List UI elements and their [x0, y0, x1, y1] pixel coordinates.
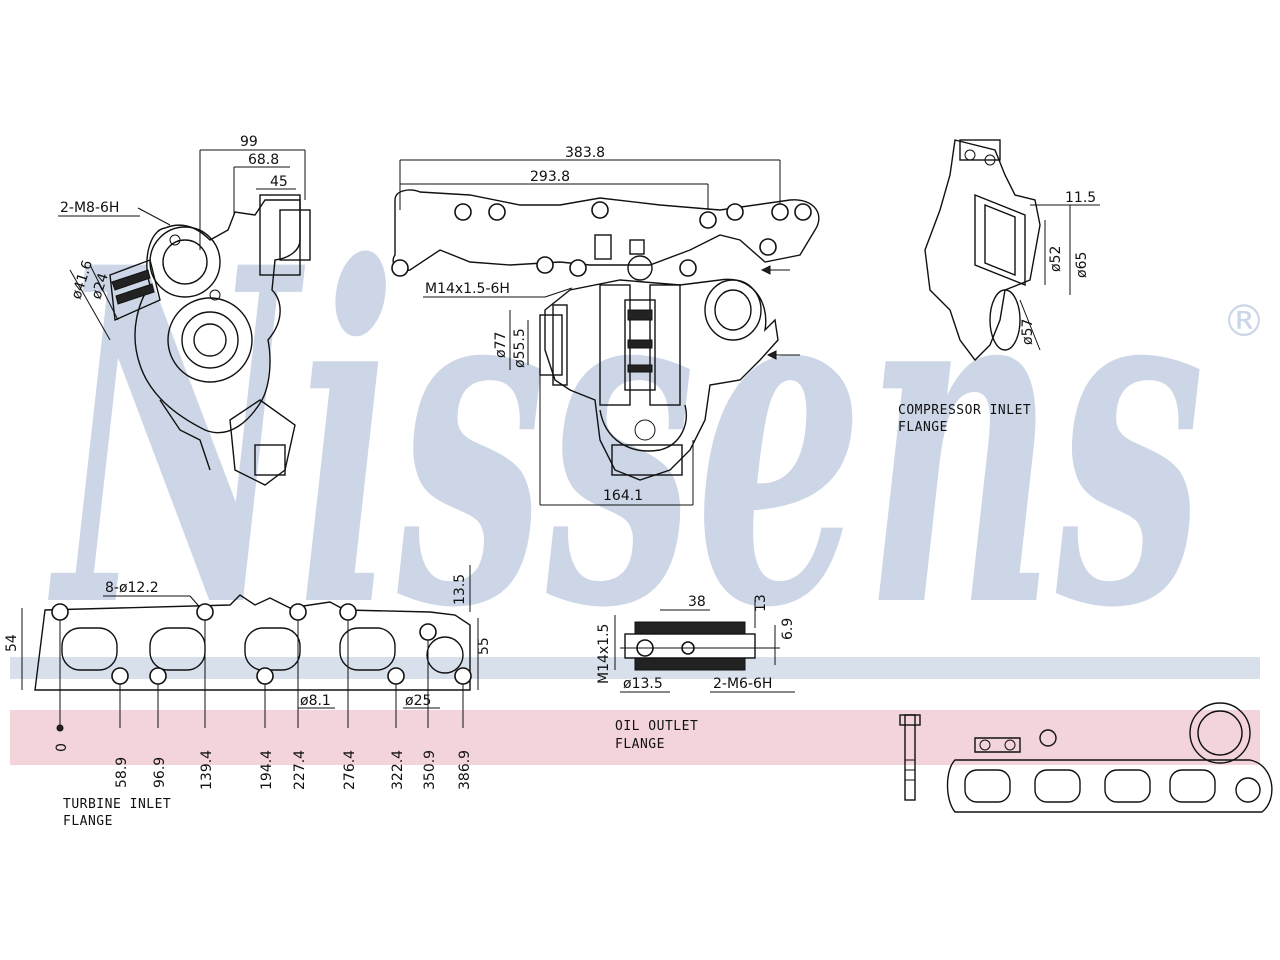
dim-d57: ø57 — [1020, 319, 1036, 345]
pos-386-9: 386.9 — [457, 750, 473, 790]
dim-164-1: 164.1 — [603, 488, 643, 504]
holes-8-d12-2: 8-ø12.2 — [105, 580, 159, 596]
pos-194-4: 194.4 — [259, 750, 275, 790]
pos-350-9: 350.9 — [422, 750, 438, 790]
dim-d55-5: ø55.5 — [512, 328, 528, 368]
dim-d65: ø65 — [1074, 252, 1090, 278]
dim-38: 38 — [688, 594, 706, 610]
dim-d52: ø52 — [1048, 246, 1064, 272]
turbo-front-view: 383.8 293.8 — [391, 145, 820, 506]
pos-227-4: 227.4 — [292, 750, 308, 790]
dim-99: 99 — [240, 134, 258, 150]
dim-11-5: 11.5 — [1065, 190, 1096, 206]
dim-54: 54 — [4, 634, 20, 652]
background-watermark: Nissens ® — [10, 169, 1266, 765]
oil-outlet-label-2: FLANGE — [615, 737, 665, 752]
dim-68-8: 68.8 — [248, 152, 279, 168]
brand-watermark: Nissens — [47, 169, 1205, 709]
pos-322-4: 322.4 — [390, 750, 406, 790]
turbine-inlet-label-1: TURBINE INLET — [63, 797, 171, 812]
oil-outlet-label-1: OIL OUTLET — [615, 719, 698, 734]
gasket-kit — [899, 702, 1273, 813]
dim-45: 45 — [270, 174, 288, 190]
pos-276-4: 276.4 — [342, 750, 358, 790]
dim-55: 55 — [476, 637, 492, 655]
pos-139-4: 139.4 — [199, 750, 215, 790]
oil-thread-2-m6: 2-M6-6H — [713, 676, 772, 692]
compressor-inlet-label-1: COMPRESSOR INLET — [898, 403, 1031, 418]
compressor-inlet-label-2: FLANGE — [898, 420, 948, 435]
dim-13-5: 13.5 — [452, 574, 468, 605]
dim-d25: ø25 — [405, 693, 431, 709]
turbo-side-view: 99 68.8 45 2-M8-6H ø41.6 ø24 — [58, 134, 311, 486]
thread-m14-label: M14x1.5-6H — [425, 281, 510, 297]
dim-d77: ø77 — [493, 332, 509, 358]
dim-383-8: 383.8 — [565, 145, 605, 161]
dim-d8-1: ø8.1 — [300, 693, 331, 709]
turbine-inlet-flange-view: 8-ø12.2 54 13.5 55 ø8.1 ø25 — [4, 565, 492, 829]
thread-2-m8-label: 2-M8-6H — [60, 200, 119, 216]
registered-mark: ® — [1222, 296, 1266, 347]
turbine-inlet-label-2: FLANGE — [63, 814, 113, 829]
compressor-inlet-view: 11.5 ø52 ø65 ø57 COMPRESSOR INLET FLANGE — [898, 139, 1100, 435]
dim-293-8: 293.8 — [530, 169, 570, 185]
dim-6-9: 6.9 — [780, 618, 796, 640]
oil-outlet-flange-view: 38 13 6.9 M14x1.5 ø13.5 2-M6-6H OIL OUTL… — [596, 594, 796, 752]
watermark-pink-band — [10, 710, 1260, 765]
oil-thread-side: M14x1.5 — [596, 624, 612, 684]
oil-bore-d13-5: ø13.5 — [623, 676, 663, 692]
pos-0: 0 — [54, 743, 70, 752]
pos-96-9: 96.9 — [152, 757, 168, 788]
pos-58-9: 58.9 — [114, 757, 130, 788]
dim-13: 13 — [753, 594, 769, 612]
